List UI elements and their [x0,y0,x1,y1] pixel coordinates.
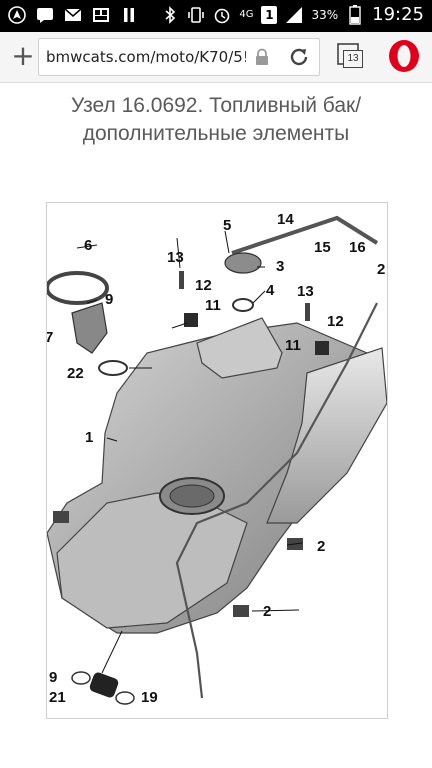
filler-neck-9 [71,302,108,354]
callout-6: 6 [84,237,93,254]
url-text[interactable]: bmwcats.com/moto/K70/5! [46,48,246,66]
callout-19: 19 [141,689,158,706]
pump-flange [224,252,262,274]
fuel-tank-illustration [47,215,387,705]
lock-icon [253,48,271,66]
callout-14: 14 [277,211,294,228]
callout-7: 7 [47,329,53,346]
grommet-11a [184,313,198,327]
browser-toolbar: + bmwcats.com/moto/K70/5! 13 [0,32,432,83]
opera-logo-icon [389,40,419,72]
sleeve-21 [89,672,119,698]
reload-icon[interactable] [287,45,311,69]
opera-menu-button[interactable] [386,38,422,74]
clock: 19:25 [372,4,424,25]
hose-tube [175,302,378,699]
callout-21: 21 [49,689,66,706]
signal-icon [285,6,303,24]
battery-percent: 33% [311,7,339,22]
callout-3: 3 [276,258,285,275]
parts-diagram: 6 7 9 22 1 13 12 11 5 14 15 16 3 4 13 12… [46,202,388,719]
email-icon [64,6,82,24]
status-bar: 4G 1 33% 19:25 [0,0,432,32]
o-ring-22 [98,360,128,376]
callout-11a: 11 [205,297,221,314]
bolt-13a [179,271,184,289]
callout-12a: 12 [195,277,212,294]
sim-badge: 1 [261,5,278,24]
callout-13b: 13 [297,283,314,300]
system-icons: 4G 1 33% 19:25 [161,4,424,25]
tank-bridge [196,317,283,379]
callout-9b: 9 [49,669,58,686]
bluetooth-icon [161,5,179,24]
callout-4: 4 [266,282,275,299]
callout-13a: 13 [167,249,184,266]
tabs-button[interactable]: 13 [334,40,366,72]
rubber-pad-c [233,605,249,617]
address-bar[interactable]: bmwcats.com/moto/K70/5! [38,38,320,76]
callout-2a: 2 [317,538,326,555]
o-ring-19 [115,691,135,705]
filler-ring-6 [47,271,109,305]
callout-11b: 11 [285,337,301,354]
o-ring-9b [71,671,91,685]
battery-icon [346,4,364,25]
bolt-13b [305,303,310,321]
new-tab-plus-icon[interactable]: + [11,39,35,72]
page-title: Узел 16.0692. Топливный бак/ дополнитель… [70,94,362,145]
sms-icon [36,6,54,24]
vibrate-icon [187,6,205,24]
rubber-pad-a [53,511,69,523]
notification-icons [8,6,138,24]
callout-9a: 9 [105,291,114,308]
alarm-icon [213,6,231,24]
callout-22: 22 [67,365,84,382]
callout-15: 15 [314,239,331,256]
o-ring-4 [232,298,254,312]
callout-2b: 2 [263,603,272,620]
tabs-count: 13 [343,50,363,68]
network-type: 4G [239,8,254,20]
pause-icon [120,6,138,24]
callout-1: 1 [85,429,94,446]
grommet-11b [315,341,329,355]
callout-16: 16 [349,239,366,256]
hose-line [231,215,379,255]
tank-side-panel [266,347,387,524]
nav-arrow-icon [8,6,26,24]
callout-5: 5 [223,217,232,234]
callout-12b: 12 [327,313,344,330]
tank-front [56,492,248,629]
callout-2c: 2 [377,261,386,278]
gallery-icon [92,6,110,24]
